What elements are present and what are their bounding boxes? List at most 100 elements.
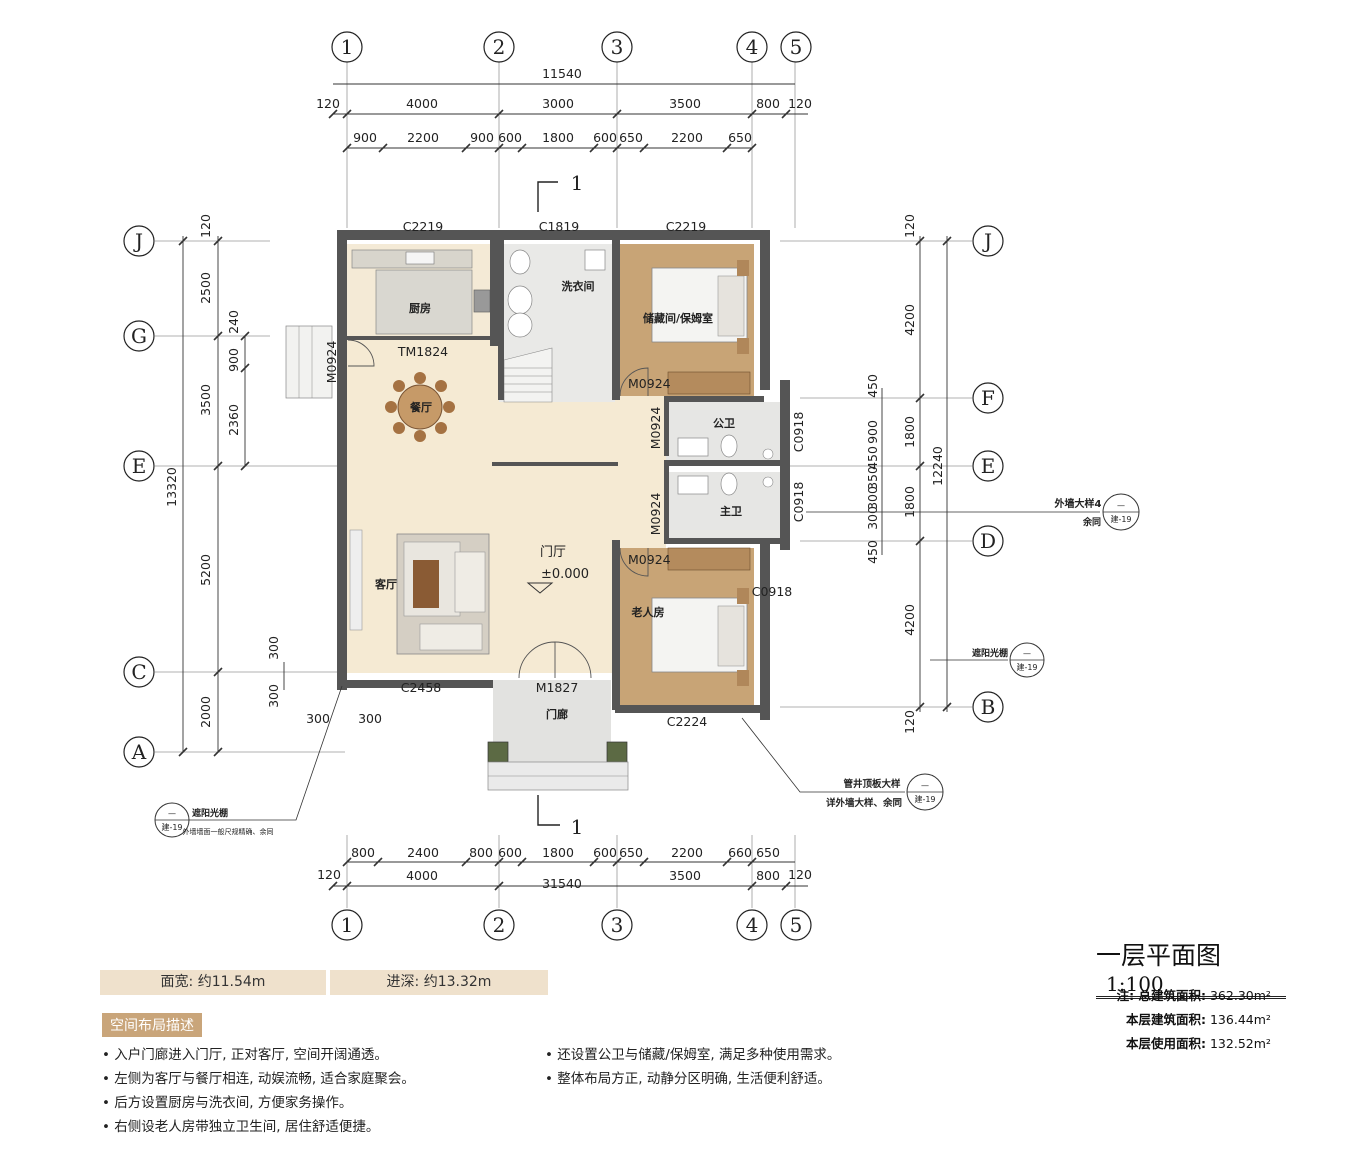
dim-label: 800 (756, 868, 780, 883)
dim-label: 120 (902, 710, 917, 734)
dim-label: 1800 (542, 130, 574, 145)
dim-top-total: 11540 (542, 66, 582, 81)
dim-label: 600 (498, 130, 522, 145)
layout-list-right: 还设置公卫与储藏/保姆室, 满足多种使用需求。 整体布局方正, 动静分区明确, … (545, 1043, 965, 1091)
list-item: 整体布局方正, 动静分区明确, 生活便利舒适。 (545, 1067, 965, 1091)
dim-bottom-total: 31540 (542, 876, 582, 891)
callout-label: 管井顶板大样 (843, 778, 901, 790)
dim-label: 300 (266, 684, 281, 708)
room-labels: 厨房 洗衣间 储藏间/保姆室 餐厅 公卫 主卫 客厅 门厅 ±0.000 老人房… (374, 279, 742, 721)
dim-top-inner-row: 900 2200 900 600 1800 600 650 2200 650 (353, 130, 752, 145)
grid-bubble: 2 (493, 35, 506, 59)
grid-bubble: 1 (341, 35, 354, 59)
bottom-dimensions (328, 857, 808, 891)
area-row-floor: 本层建筑面积: 136.44m² (1098, 1008, 1271, 1032)
grid-bubble: 4 (746, 913, 759, 937)
grid-bubbles-right: J F E D B (972, 225, 1004, 723)
grid-bubble: 2 (493, 913, 506, 937)
dim-label: 900 (226, 348, 241, 372)
dim-label: 2500 (198, 272, 213, 304)
room-elder: 老人房 (631, 605, 665, 619)
laundry-fixtures (503, 249, 606, 403)
callout-code: — (1023, 649, 1031, 658)
grid-lines (155, 62, 972, 908)
window-label: C0918 (752, 584, 793, 599)
room-master-bath: 主卫 (720, 504, 742, 518)
grid-bubble: A (131, 740, 147, 764)
area-value: 136.44m² (1209, 1012, 1271, 1027)
room-living: 客厅 (374, 577, 397, 591)
list-item: 后方设置厨房与洗衣间, 方便家务操作。 (102, 1091, 532, 1115)
dim-left-labels: 13320 120 2500 3500 5200 2000 240 900 23… (164, 214, 281, 728)
area-row-use: 本层使用面积: 132.52m² (1098, 1032, 1271, 1056)
window-label: C0918 (791, 482, 806, 523)
grid-bubbles-left: J G E C A (123, 225, 155, 768)
bath-fixtures (677, 434, 774, 496)
dim-label: 4000 (406, 868, 438, 883)
grid-bubble: G (131, 324, 147, 348)
area-summary: 注: 总建筑面积: 362.30m² 本层建筑面积: 136.44m² 本层使用… (1098, 984, 1271, 1056)
door-label: M0924 (628, 376, 671, 391)
dim-label: 2400 (407, 845, 439, 860)
dim-label: 900 (865, 420, 880, 444)
dim-label: 900 (470, 130, 494, 145)
callout-wall-detail: 外墙大样4 余同 — 建-19 (806, 493, 1140, 531)
list-item: 入户门廊进入门厅, 正对客厅, 空间开阔通透。 (102, 1043, 532, 1067)
entry-arrow (526, 582, 554, 594)
width-badge: 面宽: 约11.54m (100, 970, 326, 995)
dim-label: 3500 (669, 868, 701, 883)
dim-label: 4200 (902, 304, 917, 336)
dim-label: 4200 (902, 604, 917, 636)
grid-bubble: F (981, 386, 995, 410)
left-dimensions (178, 236, 285, 757)
dim-label: 1800 (542, 845, 574, 860)
grid-bubble: 5 (790, 35, 803, 59)
layout-section-title: 空间布局描述 (102, 1013, 202, 1037)
room-public-bath: 公卫 (713, 417, 735, 430)
window-label: C2219 (403, 219, 444, 234)
dim-label: 600 (498, 845, 522, 860)
grid-bubble: C (131, 660, 146, 684)
dim-label: 350 (865, 466, 880, 490)
window-label: C1819 (539, 219, 580, 234)
window-labels: C2219 C1819 C2219 C2458 C2224 C0918 C091… (401, 219, 806, 729)
callout-label: 遮阳光棚 (972, 647, 1008, 659)
dim-label: 300 (358, 711, 382, 726)
title-scale: 1:100 (1106, 972, 1164, 996)
area-key: 本层使用面积: (1126, 1036, 1206, 1051)
dim-top-mid-row: 120 4000 3000 3500 800 120 (316, 96, 812, 111)
section-marks (537, 181, 560, 826)
callout-sub: 外墙墙面一般尺规精确、余同 (183, 827, 274, 836)
window-label: C2224 (667, 714, 708, 729)
callout-code: — (168, 809, 176, 818)
grid-bubble: 3 (611, 35, 624, 59)
dim-label: 450 (865, 446, 880, 470)
dim-right-total: 12240 (930, 446, 945, 486)
dim-label: 2000 (198, 696, 213, 728)
dim-label: 120 (788, 96, 812, 111)
callout-label: 外墙大样4 (1054, 497, 1102, 510)
window-label: C2458 (401, 680, 442, 695)
room-kitchen: 厨房 (409, 301, 431, 315)
grid-bubble: 5 (790, 913, 803, 937)
dim-label: 650 (756, 845, 780, 860)
dim-label: 800 (469, 845, 493, 860)
dim-label: 300 (865, 486, 880, 510)
callout-sheet: 建-19 (1016, 662, 1037, 672)
callout-ramp-right: 遮阳光棚 — 建-19 (930, 642, 1045, 678)
dim-label: 450 (865, 540, 880, 564)
dim-label: 600 (593, 130, 617, 145)
dim-label: 120 (198, 214, 213, 238)
room-laundry: 洗衣间 (562, 279, 595, 293)
door-swings (347, 339, 649, 679)
dim-label: 4000 (406, 96, 438, 111)
dim-label: 660 (728, 845, 752, 860)
dim-label: 900 (353, 130, 377, 145)
floor-plan-drawing: 11540 120 4000 3000 3500 800 120 900 220… (123, 31, 1140, 941)
area-row-total: 注: 总建筑面积: 362.30m² (1098, 984, 1271, 1008)
dim-left-total: 13320 (164, 467, 179, 507)
grid-bubble: J (133, 229, 143, 253)
grid-bubble: 1 (341, 913, 354, 937)
door-label: TM1824 (397, 344, 448, 359)
dim-label: 1800 (902, 416, 917, 448)
